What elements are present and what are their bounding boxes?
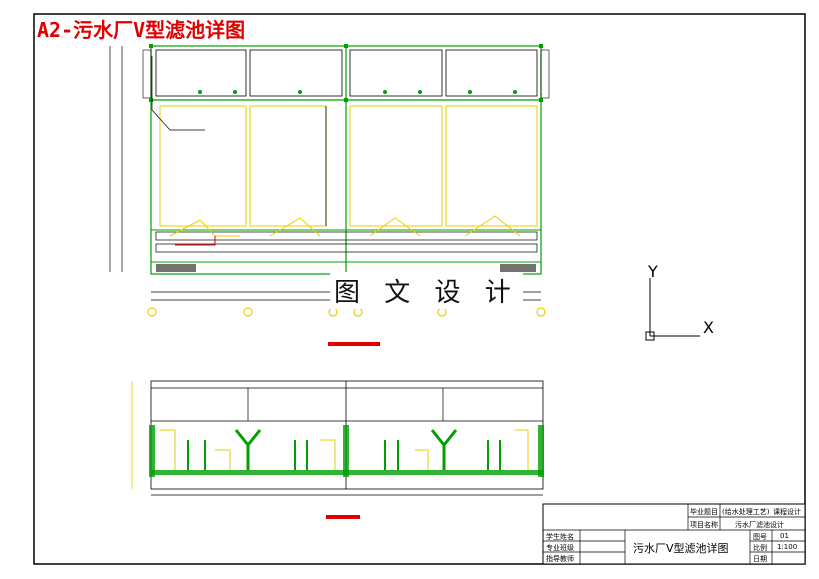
ucs-axis-icon [645, 278, 700, 341]
title-block-field-value-0: 01 [780, 532, 789, 540]
title-block-project-value: (给水处理工艺) [722, 508, 770, 516]
section-view [131, 380, 544, 519]
title-block-frame [542, 503, 806, 565]
title-block-row-student: 学生姓名 [546, 533, 574, 541]
title-block-field-label-2: 日期 [753, 555, 767, 563]
title-block-field-label-1: 比例 [753, 544, 767, 552]
title-block-field-value-1: 1:100 [777, 543, 798, 551]
sheet-border [33, 13, 806, 565]
title-block-item-value: 污水厂滤池设计 [735, 521, 784, 529]
title-block-row-teacher: 指导教师 [546, 555, 574, 563]
title-block-design-label: 课程设计 [773, 508, 801, 516]
title-block-field-label-0: 图号 [753, 533, 767, 541]
title-block-row-class: 专业班级 [546, 544, 574, 552]
title-block-item-label: 项目名称 [690, 521, 718, 529]
title-block-drawing-name: 污水厂V型滤池详图 [633, 542, 729, 555]
title-block-project-label: 毕业题目 [690, 508, 718, 516]
watermark-text: 图 文 设 计 [330, 272, 523, 309]
y-axis-label: Y [648, 262, 658, 281]
x-axis-label: X [703, 318, 714, 337]
sheet-title: A2-污水厂V型滤池详图 [37, 18, 246, 42]
